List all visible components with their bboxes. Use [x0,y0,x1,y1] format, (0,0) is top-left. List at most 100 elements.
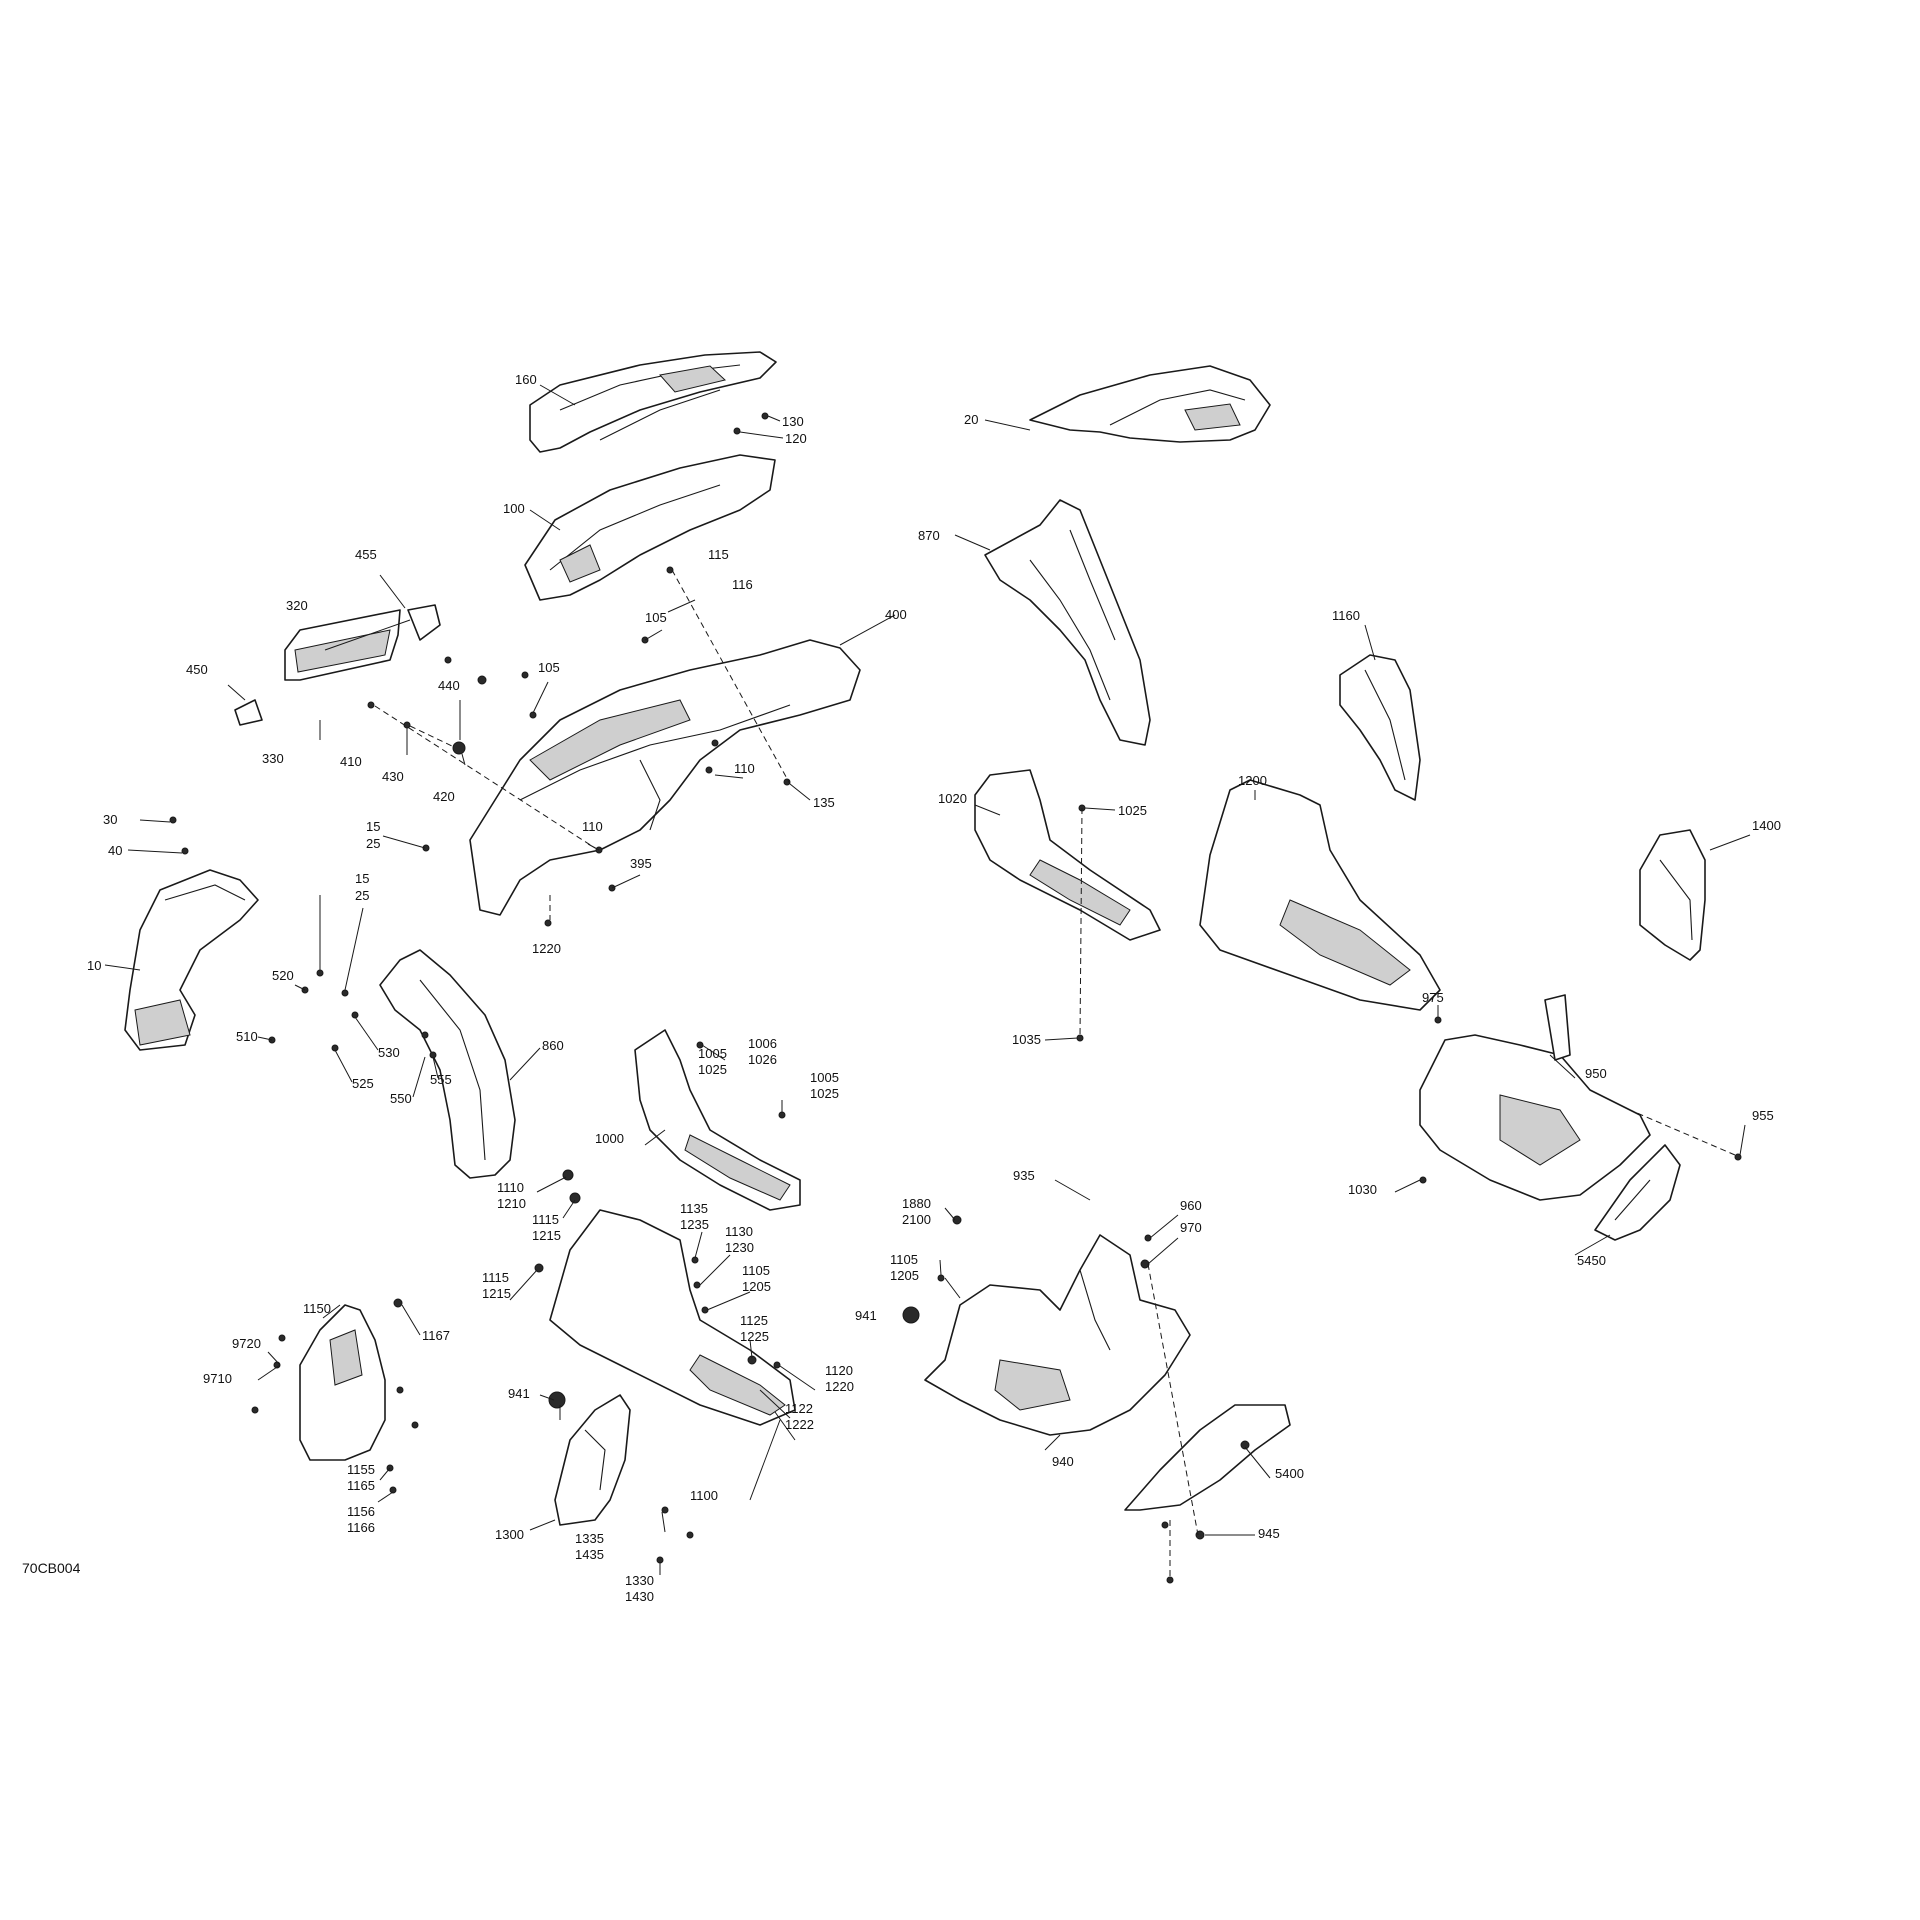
callout-label: 40 [108,843,122,858]
callout-label: 120 [785,431,807,446]
callout-label: 1155 [347,1462,375,1477]
callout-label: 1130 [725,1224,753,1239]
callout-label: 1230 [725,1240,754,1255]
callout-label: 9720 [232,1336,261,1351]
callout-label: 1125 [740,1313,768,1328]
callout-label: 1166 [347,1520,375,1535]
callout-label: 870 [918,528,940,543]
callout-label: 450 [186,662,208,677]
callout-label: 1026 [748,1052,777,1067]
callout-label: 2100 [902,1212,931,1227]
callout-label: 950 [1585,1066,1607,1081]
callout-label: 1205 [890,1268,919,1283]
part-100-frame [524,454,776,601]
callout-label: 1115 [482,1270,509,1285]
callout-label: 1035 [1012,1032,1041,1047]
callout-label: 5450 [1577,1253,1606,1268]
callout-label: 395 [630,856,652,871]
callout-label: 860 [542,1038,564,1053]
callout-label: 110 [582,819,603,834]
part-1000-floor [634,1029,801,1211]
callout-label: 1005 [698,1046,727,1061]
part-10-fender [124,869,259,1051]
callout-label: 1160 [1332,608,1360,623]
part-1150-panel [299,1304,386,1461]
part-1020-floor [974,769,1161,941]
callout-label: 510 [236,1029,258,1044]
callout-label: 525 [352,1076,374,1091]
callout-label: 1122 [785,1401,813,1416]
callout-label: 320 [286,598,308,613]
part-455-plate [407,604,441,641]
callout-label: 1435 [575,1547,604,1562]
part-160-top-cover [529,351,777,453]
callout-label: 116 [732,577,753,592]
callout-labels: 160 130 120 20 100 870 455 115 116 320 1… [87,372,1781,1604]
callout-label: 1430 [625,1589,654,1604]
callout-label: 1006 [748,1036,777,1051]
callout-label: 1167 [422,1328,450,1343]
callout-label: 1222 [785,1417,814,1432]
leader-lines [104,384,1751,1578]
callout-label: 1220 [825,1379,854,1394]
callout-label: 970 [1180,1220,1202,1235]
callout-label: 1025 [1118,803,1147,818]
callout-label: 941 [508,1386,530,1401]
callout-label: 5400 [1275,1466,1304,1481]
callout-label: 1215 [532,1228,561,1243]
callout-label: 1105 [890,1252,918,1267]
callout-label: 455 [355,547,377,562]
part-1300-panel [554,1394,631,1526]
callout-label: 955 [1752,1108,1774,1123]
callout-label: 1220 [532,941,561,956]
callout-label: 330 [262,751,284,766]
callout-label: 1105 [742,1263,770,1278]
callout-label: 1205 [742,1279,771,1294]
callout-label: 1225 [740,1329,769,1344]
callout-label: 1156 [347,1504,375,1519]
callout-label: 940 [1052,1454,1074,1469]
part-5400-panel [1124,1404,1291,1511]
figure-reference-code: 70CB004 [22,1560,81,1576]
callout-label: 30 [103,812,117,827]
part-950-tray [1419,994,1651,1201]
fasteners [169,412,1742,1584]
callout-label: 1150 [303,1301,331,1316]
callout-label: 555 [430,1072,452,1087]
callout-label: 15 [355,871,369,886]
part-450-plate [234,699,263,726]
callout-label: 1235 [680,1217,709,1232]
callout-label: 1025 [810,1086,839,1101]
callout-label: 130 [782,414,804,429]
callout-label: 941 [855,1308,877,1323]
part-1400-panel [1639,829,1706,961]
part-320-grille [284,609,401,681]
callout-label: 1025 [698,1062,727,1077]
callout-label: 1100 [690,1488,718,1503]
callout-label: 20 [964,412,978,427]
part-940-floor [924,1234,1191,1436]
part-870-panel [984,499,1151,746]
callout-label: 430 [382,769,404,784]
part-400-dash-assembly [469,639,861,916]
callout-label: 10 [87,958,101,973]
callout-label: 160 [515,372,537,387]
callout-label: 15 [366,819,380,834]
callout-label: 1215 [482,1286,511,1301]
callout-label: 1115 [532,1212,559,1227]
callout-label: 935 [1013,1168,1035,1183]
callout-label: 1135 [680,1201,708,1216]
callout-label: 115 [708,547,729,562]
callout-label: 1120 [825,1363,853,1378]
callout-label: 25 [366,836,380,851]
callout-label: 1000 [595,1131,624,1146]
callout-label: 25 [355,888,369,903]
callout-label: 550 [390,1091,412,1106]
callout-label: 1880 [902,1196,931,1211]
callout-label: 100 [503,501,525,516]
part-1200-floor [1199,779,1441,1011]
callout-label: 1335 [575,1531,604,1546]
callout-label: 1020 [938,791,967,806]
callout-label: 440 [438,678,460,693]
